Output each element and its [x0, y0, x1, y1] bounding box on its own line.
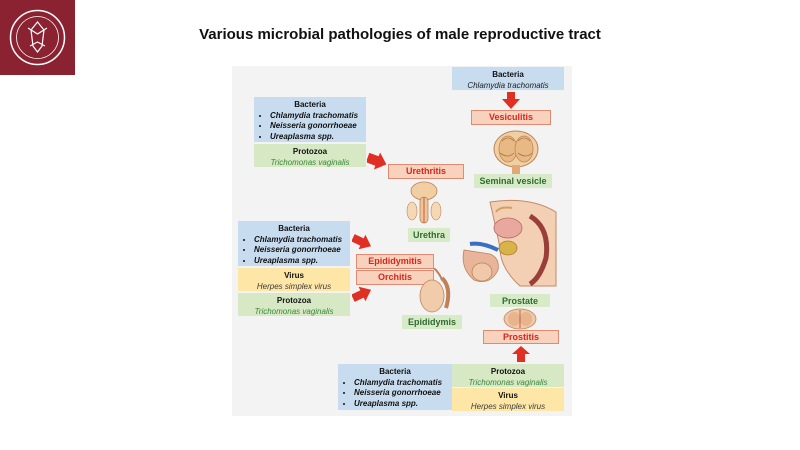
organism-name: Neisseria gonorrhoeae — [254, 245, 346, 256]
organism-name: Chlamydia trachomatis — [467, 80, 549, 90]
group-header: Bacteria — [294, 100, 326, 109]
prostate-illustration — [503, 308, 537, 330]
arrow-right-icon — [367, 152, 387, 170]
organism-name: Chlamydia trachomatis — [354, 378, 448, 389]
prostitis-protozoa-box: Protozoa Trichomonas vaginalis — [452, 364, 564, 387]
organism-name: Ureaplasma spp. — [254, 256, 346, 267]
urethra-illustration — [406, 181, 442, 224]
pathology-urethritis: Urethritis — [388, 164, 464, 179]
pathology-prostitis: Prostitis — [483, 330, 559, 344]
organism-name: Neisseria gonorrhoeae — [270, 121, 362, 132]
slide-title: Various microbial pathologies of male re… — [199, 26, 601, 43]
prostitis-virus-box: Virus Herpes simplex virus — [452, 388, 564, 411]
organ-epididymis: Epididymis — [402, 315, 462, 329]
group-header: Virus — [498, 391, 518, 400]
organism-name: Trichomonas vaginalis — [468, 377, 548, 387]
group-header: Virus — [284, 271, 304, 280]
epididymitis-bacteria-box: Bacteria Chlamydia trachomatis Neisseria… — [238, 221, 350, 266]
arrow-down-icon — [502, 92, 520, 109]
group-header: Protozoa — [490, 367, 526, 376]
group-header: Bacteria — [278, 224, 310, 233]
urethritis-bacteria-box: Bacteria Chlamydia trachomatis Neisseria… — [254, 97, 366, 142]
arrow-right-icon — [352, 286, 372, 302]
organ-seminal-vesicle: Seminal vesicle — [474, 174, 552, 188]
organism-name: Trichomonas vaginalis — [270, 157, 350, 167]
epididymis-illustration — [419, 268, 451, 313]
vesiculitis-bacteria-box: Bacteria Chlamydia trachomatis — [452, 67, 564, 90]
group-header: Bacteria — [379, 367, 411, 376]
organism-name: Chlamydia trachomatis — [270, 111, 362, 122]
organism-name: Trichomonas vaginalis — [254, 306, 334, 316]
pathology-epididymitis: Epididymitis — [356, 254, 434, 269]
group-header: Protozoa — [276, 296, 312, 305]
arrow-up-icon — [512, 346, 530, 362]
group-header: Protozoa — [292, 147, 328, 156]
organism-name: Ureaplasma spp. — [354, 399, 448, 410]
urethritis-protozoa-box: Protozoa Trichomonas vaginalis — [254, 144, 366, 167]
seal-icon — [9, 9, 66, 66]
organ-prostate: Prostate — [490, 294, 550, 307]
epididymitis-protozoa-box: Protozoa Trichomonas vaginalis — [238, 293, 350, 316]
organism-name: Chlamydia trachomatis — [254, 235, 346, 246]
organism-name: Herpes simplex virus — [470, 401, 546, 411]
organ-urethra: Urethra — [408, 228, 450, 242]
group-header: Bacteria — [492, 70, 524, 79]
seminal-vesicle-illustration — [493, 130, 539, 175]
pathology-orchitis: Orchitis — [356, 270, 434, 285]
university-logo — [0, 0, 75, 75]
pathology-vesiculitis: Vesiculitis — [471, 110, 551, 125]
prostitis-bacteria-box: Bacteria Chlamydia trachomatis Neisseria… — [338, 364, 452, 410]
epididymitis-virus-box: Virus Herpes simplex virus — [238, 268, 350, 291]
organism-name: Herpes simplex virus — [256, 281, 332, 291]
organism-name: Neisseria gonorrhoeae — [354, 388, 448, 399]
organism-name: Ureaplasma spp. — [270, 132, 362, 143]
reproductive-anatomy-illustration — [462, 199, 557, 287]
arrow-right-icon — [352, 234, 372, 250]
